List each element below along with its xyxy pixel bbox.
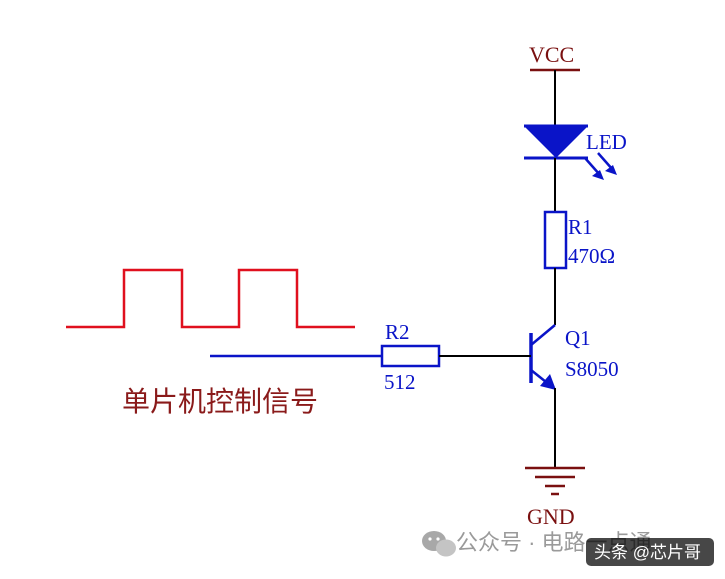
r2-ref-label: R2 bbox=[385, 320, 410, 344]
q1-part-label: S8050 bbox=[565, 357, 619, 381]
resistor-r1 bbox=[543, 210, 568, 270]
r1-ref-label: R1 bbox=[568, 215, 593, 239]
q1-ref-label: Q1 bbox=[565, 326, 591, 350]
watermark-tag-background bbox=[586, 538, 714, 566]
r1-value-label: 470Ω bbox=[568, 244, 615, 268]
ground-symbol bbox=[525, 466, 585, 496]
watermark-tag-text: 头条 @芯片哥 bbox=[594, 543, 701, 562]
led-label: LED bbox=[586, 130, 627, 154]
wechat-icon bbox=[422, 531, 456, 557]
control-signal-label: 单片机控制信号 bbox=[122, 386, 318, 417]
control-pulse-waveform bbox=[66, 268, 355, 329]
r2-value-label: 512 bbox=[384, 370, 416, 394]
led-emission-arrows-icon bbox=[584, 152, 617, 180]
transistor-q1 bbox=[529, 324, 556, 390]
led-symbol bbox=[524, 124, 588, 160]
resistor-r2 bbox=[380, 344, 441, 368]
gnd-label: GND bbox=[527, 504, 575, 529]
vcc-label: VCC bbox=[529, 42, 574, 67]
